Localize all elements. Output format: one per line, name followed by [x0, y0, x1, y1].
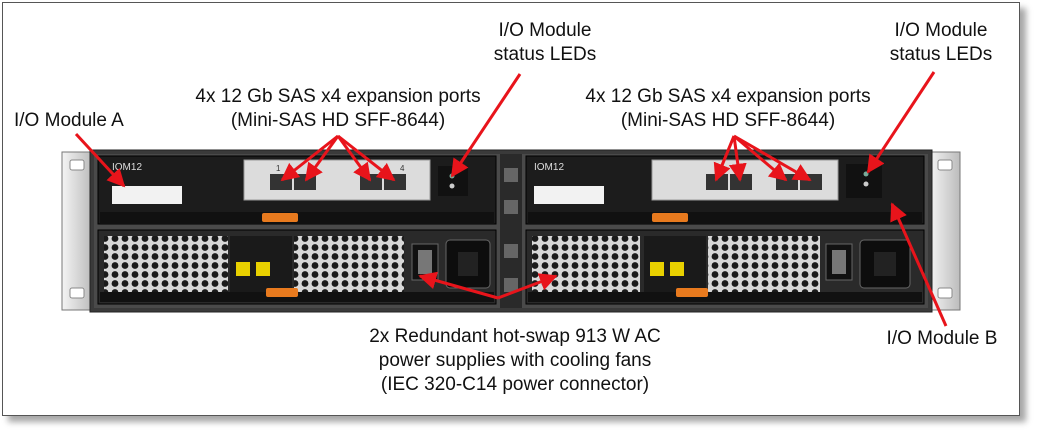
- label-leds-right-1: I/O Module: [894, 20, 988, 41]
- io-module-a: [97, 155, 497, 225]
- label-ports-right-2: (Mini-SAS HD SFF-8644): [620, 110, 836, 131]
- io-module-b: [525, 155, 925, 225]
- label-psu-3: (IEC 320-C14 power connector): [380, 374, 650, 395]
- power-supply-a: [97, 229, 497, 305]
- module-b-tag: IOM12: [534, 162, 564, 173]
- port-group-b: 4: [400, 164, 405, 173]
- label-leds-left-1: I/O Module: [498, 20, 592, 41]
- rack-ear-left: [61, 151, 93, 311]
- label-io-module-b: I/O Module B: [886, 328, 998, 349]
- label-ports-right-1: 4x 12 Gb SAS x4 expansion ports: [585, 86, 871, 107]
- power-supply-b: [525, 229, 925, 305]
- module-a-tag: IOM12: [112, 162, 142, 173]
- label-psu-1: 2x Redundant hot-swap 913 W AC: [369, 326, 661, 347]
- label-ports-left-2: (Mini-SAS HD SFF-8644): [230, 110, 446, 131]
- latch-b[interactable]: [652, 213, 688, 222]
- rack-ear-right: [929, 151, 961, 311]
- label-psu-2: power supplies with cooling fans: [378, 350, 652, 371]
- port-group-a: 1: [276, 164, 281, 173]
- label-io-module-a: I/O Module A: [14, 110, 124, 131]
- callout-arrows: [74, 71, 948, 327]
- center-indicator-column: [500, 154, 522, 308]
- label-leds-left-2: status LEDs: [493, 44, 597, 65]
- label-ports-left-1: 4x 12 Gb SAS x4 expansion ports: [195, 86, 481, 107]
- label-leds-right-2: status LEDs: [889, 44, 993, 65]
- latch-a[interactable]: [262, 213, 298, 222]
